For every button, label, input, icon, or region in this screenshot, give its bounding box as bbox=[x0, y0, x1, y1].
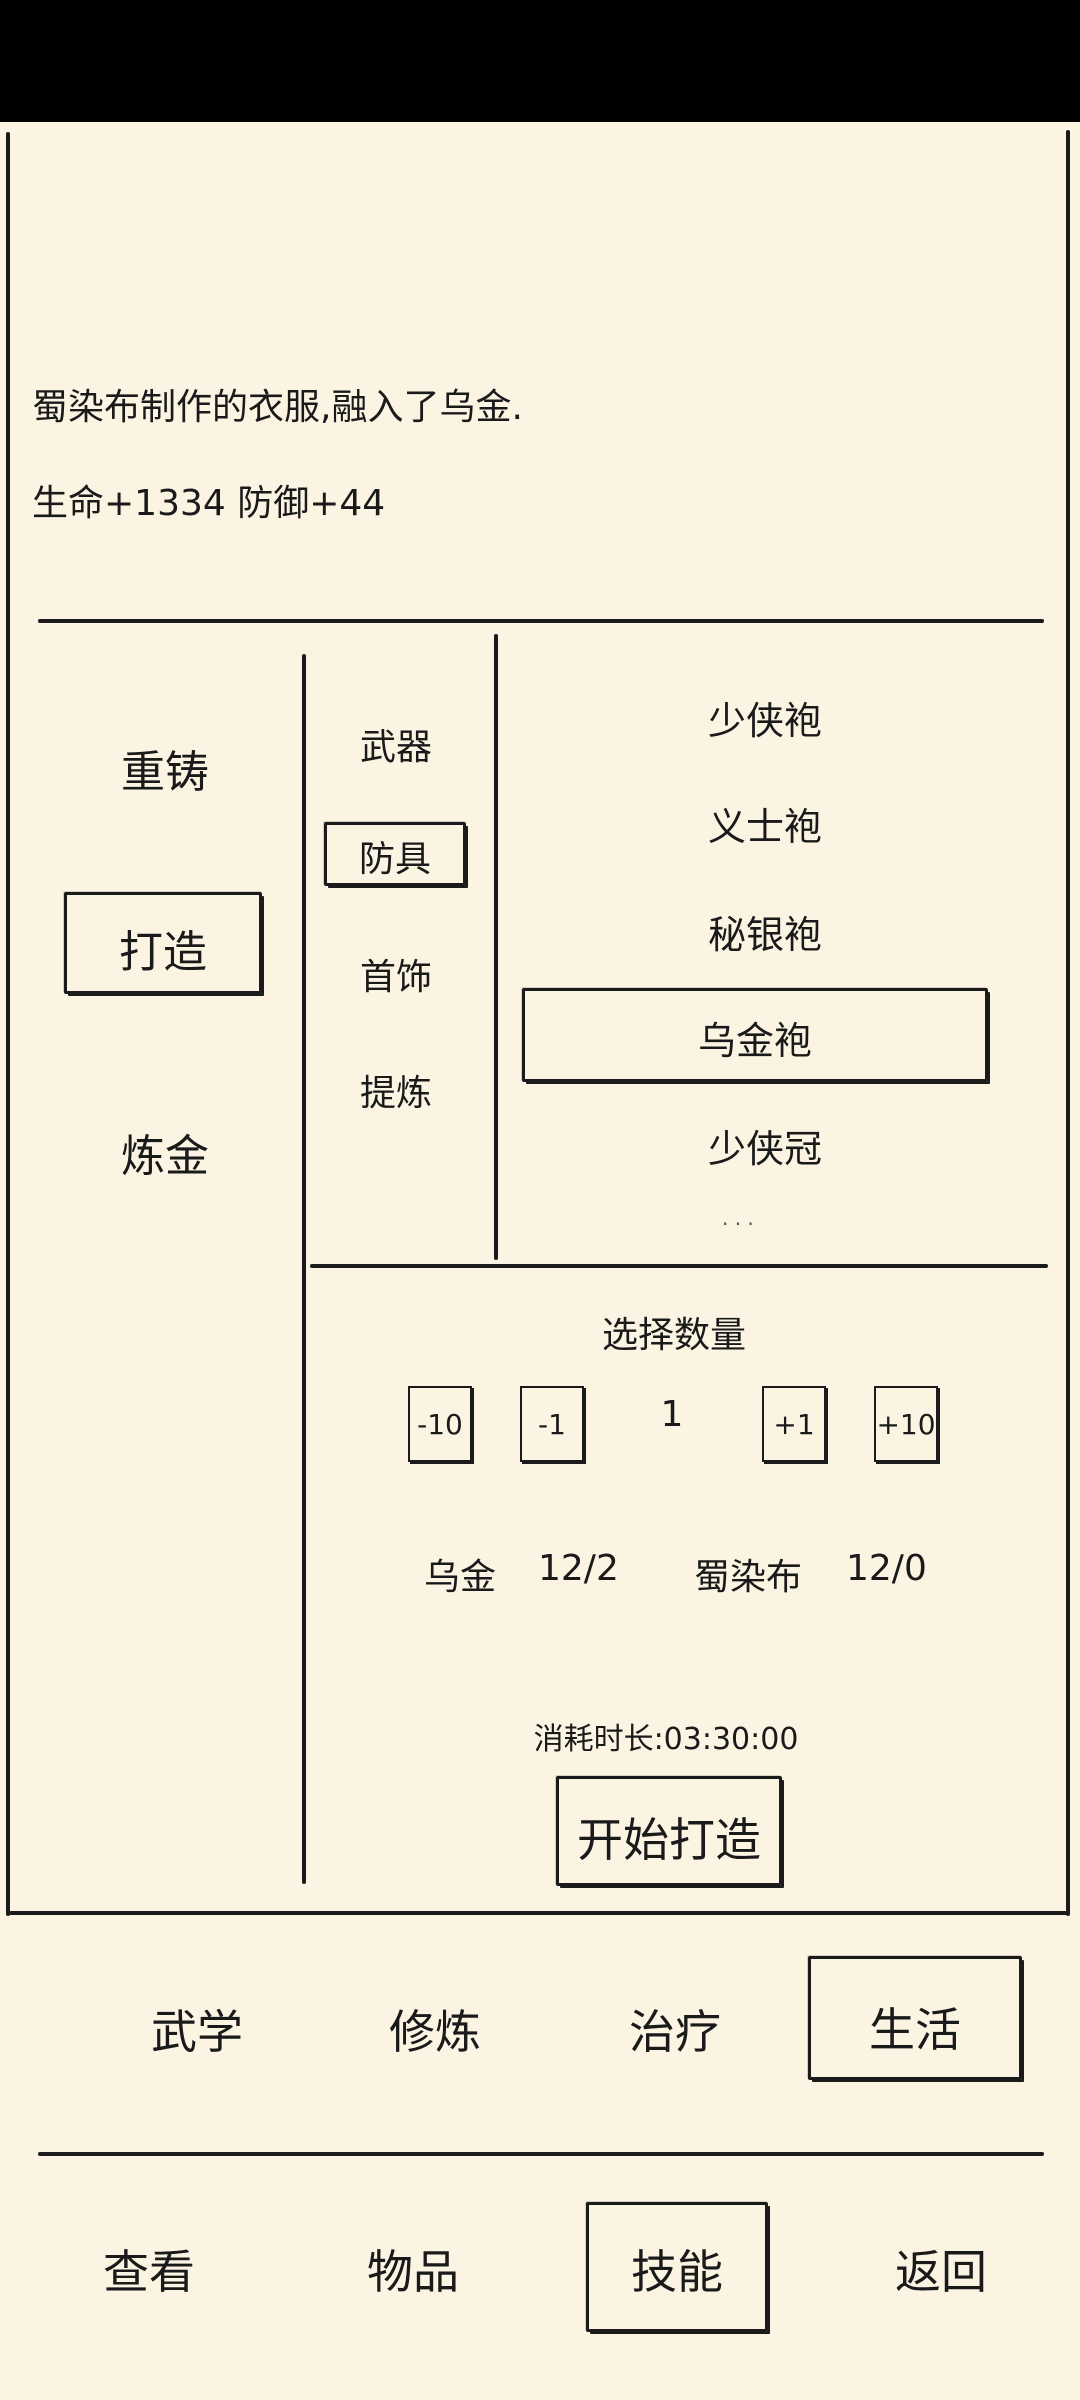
tab-life[interactable]: 生活 bbox=[808, 1994, 1022, 2060]
frame-bottom-border bbox=[8, 1911, 1070, 1915]
subcategory-refine-label: 提炼 bbox=[359, 1073, 432, 1114]
quantity-plus-10-button[interactable]: +10 bbox=[874, 1386, 938, 1462]
tab-healing[interactable]: 治疗 bbox=[610, 1996, 740, 2062]
material-count: 12/2 bbox=[538, 1548, 619, 1589]
category-column-divider bbox=[302, 654, 306, 1884]
quantity-title: 选择数量 bbox=[601, 1315, 746, 1356]
frame-right-border bbox=[1066, 130, 1070, 1916]
quantity-plus-1-button[interactable]: +1 bbox=[762, 1386, 826, 1462]
category-forge-selected-frame bbox=[64, 892, 262, 994]
material-count: 12/0 bbox=[846, 1548, 927, 1589]
tab-martial-arts[interactable]: 武学 bbox=[132, 1996, 262, 2062]
scroll-more-indicator: · · · bbox=[722, 1212, 754, 1236]
category-forge[interactable]: 打造 bbox=[64, 916, 262, 980]
material-name: 乌金 bbox=[424, 1557, 497, 1598]
subcategory-armor[interactable]: 防具 bbox=[324, 830, 466, 882]
item-description: 蜀染布制作的衣服,融入了乌金. 生命+1334 防御+44 bbox=[32, 336, 523, 576]
start-forge-button[interactable]: 开始打造 bbox=[577, 1813, 761, 1867]
tab-life-label: 生活 bbox=[869, 2003, 961, 2057]
frame-left-border bbox=[6, 132, 10, 1916]
quantity-minus-1-button[interactable]: -1 bbox=[520, 1386, 584, 1462]
nav-items-label: 物品 bbox=[367, 2245, 459, 2299]
subcategory-accessory-label: 首饰 bbox=[359, 957, 432, 998]
item-label: 秘银袍 bbox=[707, 913, 822, 957]
description-line-1: 蜀染布制作的衣服,融入了乌金. bbox=[32, 387, 523, 428]
item-label: 少侠冠 bbox=[707, 1127, 822, 1171]
status-bar bbox=[0, 0, 1080, 122]
description-line-2: 生命+1334 防御+44 bbox=[32, 483, 386, 524]
subcategory-armor-label: 防具 bbox=[358, 839, 431, 880]
nav-skills[interactable]: 技能 bbox=[586, 2236, 768, 2302]
item-selected-frame bbox=[522, 988, 988, 1082]
nav-back-label: 返回 bbox=[895, 2245, 987, 2299]
nav-view[interactable]: 查看 bbox=[84, 2236, 214, 2302]
craft-panel-divider bbox=[310, 1264, 1048, 1268]
quantity-minus-10-button[interactable]: -10 bbox=[408, 1386, 472, 1462]
item-row[interactable]: 秘银袍 bbox=[520, 904, 1010, 959]
tab-cultivation[interactable]: 修炼 bbox=[370, 1996, 500, 2062]
item-row[interactable]: 少侠冠 bbox=[520, 1118, 1010, 1173]
quantity-value: 1 bbox=[660, 1394, 684, 1435]
item-row[interactable]: 少侠袍 bbox=[520, 690, 1010, 745]
subcategory-column-divider bbox=[494, 634, 498, 1260]
craft-duration: 消耗时长:03:30:00 bbox=[533, 1722, 799, 1757]
material-name: 蜀染布 bbox=[694, 1557, 803, 1598]
category-alchemy[interactable]: 炼金 bbox=[60, 1120, 270, 1184]
subcategory-refine[interactable]: 提炼 bbox=[326, 1064, 466, 1116]
item-row[interactable]: 义士袍 bbox=[520, 796, 1010, 851]
subcategory-armor-selected-frame bbox=[324, 822, 466, 886]
tab-healing-label: 治疗 bbox=[629, 2005, 721, 2059]
tab-cultivation-label: 修炼 bbox=[389, 2005, 481, 2059]
nav-skills-selected-frame bbox=[586, 2202, 768, 2332]
item-label: 少侠袍 bbox=[707, 699, 822, 743]
category-recast-label: 重铸 bbox=[121, 747, 209, 798]
tab-life-selected-frame bbox=[808, 1956, 1022, 2080]
item-row-selected[interactable]: 乌金袍 bbox=[522, 1010, 988, 1065]
start-forge-button-frame bbox=[556, 1776, 782, 1886]
category-alchemy-label: 炼金 bbox=[121, 1131, 209, 1182]
nav-skills-label: 技能 bbox=[631, 2245, 723, 2299]
description-divider bbox=[38, 619, 1044, 623]
tab-martial-arts-label: 武学 bbox=[151, 2005, 243, 2059]
nav-view-label: 查看 bbox=[103, 2245, 195, 2299]
nav-items[interactable]: 物品 bbox=[348, 2236, 478, 2302]
subcategory-weapon[interactable]: 武器 bbox=[326, 718, 466, 770]
subcategory-accessory[interactable]: 首饰 bbox=[326, 948, 466, 1000]
category-recast[interactable]: 重铸 bbox=[60, 736, 270, 800]
nav-back[interactable]: 返回 bbox=[876, 2236, 1006, 2302]
item-label: 乌金袍 bbox=[697, 1019, 812, 1063]
subcategory-weapon-label: 武器 bbox=[359, 727, 432, 768]
category-forge-label: 打造 bbox=[119, 927, 207, 978]
bottom-nav-divider bbox=[38, 2152, 1044, 2156]
item-label: 义士袍 bbox=[707, 805, 822, 849]
